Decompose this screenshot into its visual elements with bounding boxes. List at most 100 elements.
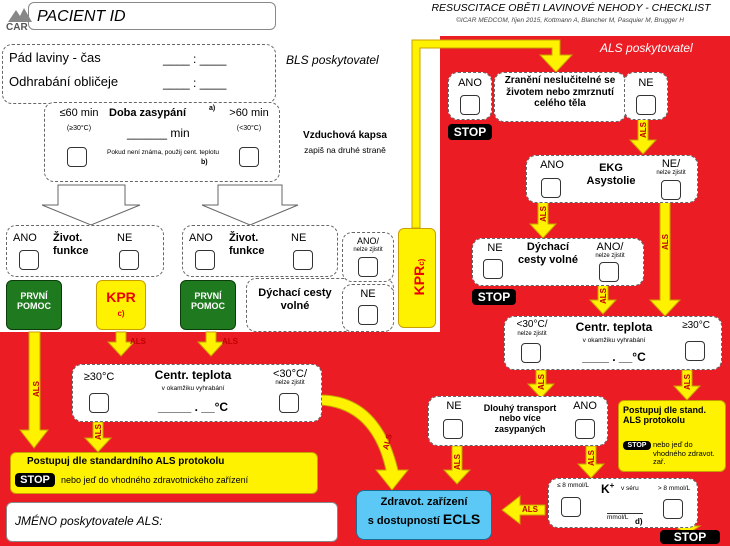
als-proceed-stop: STOP [623, 441, 651, 450]
burial-long-checkbox[interactable] [239, 147, 259, 167]
als-temp-low-checkbox[interactable] [521, 343, 541, 363]
airway-left-yes-sub: nelze zjistit [353, 247, 383, 253]
vital-box-left: ANO Život. funkce NE [6, 225, 164, 277]
patient-id-box[interactable]: PACIENT ID [28, 2, 276, 30]
k-high-checkbox[interactable] [663, 499, 683, 519]
arrow-temp-high-down [83, 421, 113, 453]
als-temp-high-label: ≥30°C [682, 320, 710, 331]
bls-time-box: Pád laviny - čas ____ : ____ Odhrabání o… [2, 44, 276, 104]
cpr-vertical-text: KPR [411, 265, 427, 296]
als-airway-stop: STOP [472, 289, 516, 305]
center-temp-high-checkbox[interactable] [89, 393, 109, 413]
airway-left-no-box: NE [342, 284, 394, 332]
cpr-box: KPR c) [96, 280, 146, 330]
center-temp-field[interactable]: _____ . __°C [157, 400, 229, 414]
als-label-lethal-no: ALS [639, 122, 648, 138]
face-uncover-field[interactable]: ____ : ____ [163, 76, 227, 90]
ecls-line2-wrap: s dostupností ECLS [357, 511, 491, 527]
first-aid-left-label: PRVNÍ POMOC [16, 291, 51, 311]
k-sub: v séru [621, 485, 639, 492]
ecg-box: ANO EKG Asystolie NE/ nelze zjistit [526, 155, 698, 203]
als-label-transport-yes: ALS [587, 450, 596, 466]
center-temp-low-checkbox[interactable] [279, 393, 299, 413]
als-airway-yes-label: ANO/ [596, 241, 624, 253]
als-airway-yes-checkbox[interactable] [599, 262, 619, 282]
als-name-label: JMÉNO poskytovatele ALS: [15, 514, 163, 528]
als-name-box[interactable]: JMÉNO poskytovatele ALS: [6, 502, 338, 542]
vital-left-no-checkbox[interactable] [119, 250, 139, 270]
vital-right-yes-checkbox[interactable] [195, 250, 215, 270]
als-temp-sub: v okamžiku vyhrabání [582, 337, 646, 344]
als-temp-low-label: <30°C/ [516, 319, 548, 330]
cpr-label: KPR [106, 289, 136, 305]
als-label-temp-high-r: ALS [683, 374, 692, 390]
als-label-kpr: ALS [130, 337, 146, 346]
als-provider-label: ALS poskytovatel [600, 41, 693, 55]
face-uncover-label: Odhrabání obličeje [9, 74, 119, 89]
als-label-transport-no: ALS [453, 454, 462, 470]
credits: ©ICAR MEDCOM, říjen 2015, Kottmann A, Bl… [456, 17, 684, 24]
als-label-ecg-no: ALS [661, 234, 670, 250]
ecg-no-sub: nelze zjistit [656, 170, 686, 176]
arrow-k-low-to-ecls [501, 494, 546, 526]
airway-left-label: Dýchací cesty volné [258, 287, 332, 312]
ecls-bold: ECLS [442, 511, 481, 527]
arrow-temp-high-right-down [672, 369, 702, 401]
avalanche-time-field[interactable]: ____ : ____ [163, 52, 227, 66]
transport-no-checkbox[interactable] [443, 419, 463, 439]
lethal-yes-box: ANO [448, 72, 492, 120]
als-airway-no-checkbox[interactable] [483, 259, 503, 279]
airway-left-no-checkbox[interactable] [358, 305, 378, 325]
first-aid-right-label: PRVNÍ POMOC [190, 291, 225, 311]
vital-right-no-checkbox[interactable] [293, 250, 313, 270]
bls-provider-label: BLS poskytovatel [286, 53, 379, 67]
als-label-firstaid: ALS [32, 381, 41, 397]
ecg-yes-label: ANO [540, 159, 564, 171]
burial-unknown-note-b: b) [201, 159, 208, 166]
als-label-k-low: ALS [522, 505, 538, 514]
cpr-vertical-note: c) [417, 258, 426, 266]
als-temp-high-checkbox[interactable] [685, 341, 705, 361]
vital-left-yes-checkbox[interactable] [19, 250, 39, 270]
center-temp-high-label: ≥30°C [83, 371, 115, 383]
k-low-checkbox[interactable] [561, 497, 581, 517]
arrow-firstaid2-down [196, 331, 226, 357]
cpr-note: c) [117, 309, 125, 318]
first-aid-right: PRVNÍ POMOC [180, 280, 236, 330]
proceed-std-text: Postupuj dle standardního ALS protokolu [27, 456, 225, 467]
airway-left-yes-checkbox[interactable] [358, 257, 378, 277]
burial-minutes-field[interactable]: ______ min [127, 126, 190, 140]
vital-right-label: Život. funkce [229, 232, 265, 257]
als-temp-field[interactable]: ____ . __°C [582, 350, 646, 364]
als-label-temp-high: ALS [94, 424, 103, 440]
arrow-firstaid-down [18, 331, 50, 449]
als-label-temp-low: ALS [537, 374, 546, 390]
k-unit: mmol/L [607, 513, 643, 521]
ecg-label: EKG Asystolie [586, 162, 636, 187]
logo-text: CAR [6, 22, 28, 33]
arrow-kpr-down [106, 331, 136, 357]
transport-yes-checkbox[interactable] [575, 419, 595, 439]
k-letter: K [601, 482, 610, 496]
ecg-no-checkbox[interactable] [661, 180, 681, 200]
burial-short-checkbox[interactable] [67, 147, 87, 167]
vital-left-label: Život. funkce [53, 232, 89, 257]
als-airway-yes-sub: nelze zjistit [595, 253, 625, 259]
als-proceed-std-box: Postupuj dle stand. ALS protokolu STOP n… [618, 400, 726, 472]
lethal-yes-checkbox[interactable] [460, 95, 480, 115]
lethal-no-checkbox[interactable] [636, 95, 656, 115]
ecg-yes-checkbox[interactable] [541, 178, 561, 198]
k-label: K+ [601, 481, 614, 497]
checklist-title: RESUSCITACE OBĚTI LAVINOVÉ NEHODY - CHEC… [431, 2, 711, 14]
arrow-temp-low-ecls [319, 394, 410, 491]
lethal-no-label: NE [638, 77, 654, 89]
ecls-line1: Zdravot. zařízení [380, 496, 468, 508]
k-low-label: ≤ 8 mmol/L [556, 482, 590, 489]
burial-unknown-note: Pokud není známa, použij cent. teplotu [106, 149, 220, 156]
airway-left-yes-box: ANO/ nelze zjistit [342, 232, 394, 282]
ecls-box: Zdravot. zařízení s dostupností ECLS [356, 490, 492, 540]
als-label-firstaid2: ALS [222, 337, 238, 346]
lethal-no-box: NE [624, 72, 668, 120]
arrow-temp-low-down [526, 369, 556, 399]
